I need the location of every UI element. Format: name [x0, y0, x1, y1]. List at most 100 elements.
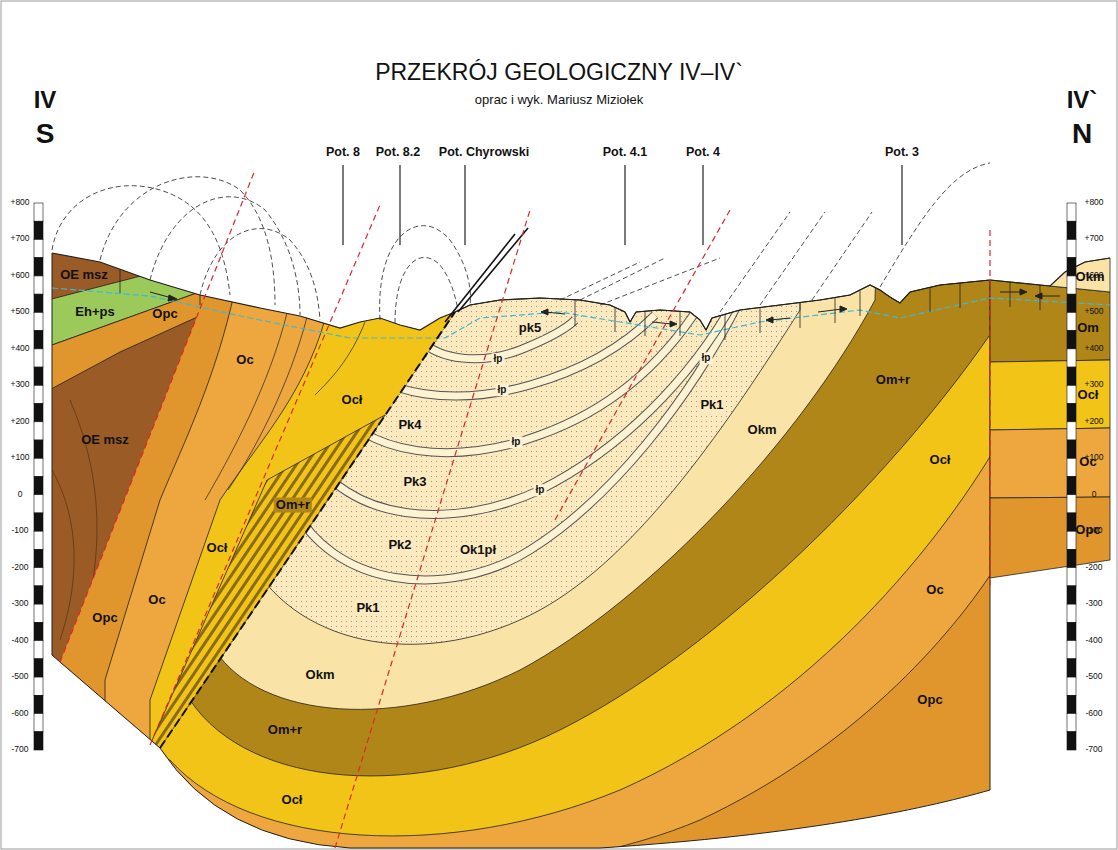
elevation-scale [34, 276, 43, 294]
elevation-scale [1067, 312, 1076, 330]
left-block-strata [40, 150, 480, 800]
direction: S [36, 118, 55, 150]
flow-arrow [1000, 292, 1022, 293]
elevation-scale [1067, 513, 1076, 531]
elevation-scale [34, 422, 43, 440]
section-end: IV` [1067, 86, 1098, 114]
elevation-scale [1067, 586, 1076, 604]
elevation-scale [1067, 531, 1076, 549]
right-block-strata [990, 280, 1110, 362]
elevation-scale [34, 622, 43, 640]
fault-line [445, 228, 528, 322]
right-block-strata [990, 360, 1110, 430]
elevation-scale [34, 695, 43, 713]
formation-label: Okm [306, 668, 335, 683]
elevation-scale [1067, 440, 1076, 458]
elevation-scale [34, 477, 43, 495]
elevation-value: -400 [1085, 636, 1102, 646]
direction: N [1072, 118, 1092, 150]
left-block-strata [52, 470, 74, 640]
elevation-scale [34, 312, 43, 330]
elevation-value: -700 [1085, 745, 1102, 755]
elevation-value: 0 [1092, 490, 1097, 500]
fault-line [458, 228, 528, 312]
formation-label: Om+r [274, 498, 312, 513]
fold-trace [52, 163, 990, 323]
formation-label: Om+r [876, 373, 910, 388]
formation-label: Oc [1079, 455, 1096, 470]
formation-label: Pk4 [396, 418, 423, 433]
formation-label: Ocł [930, 453, 951, 468]
flow-arrow [541, 309, 548, 315]
elevation-value: -600 [11, 709, 28, 719]
elevation-scale [34, 367, 43, 385]
well-tick [800, 303, 801, 328]
formation-label: Okm [1076, 270, 1105, 285]
fold-trace [100, 177, 275, 305]
elevation-scale [34, 331, 43, 349]
elevation-scale [1067, 714, 1076, 732]
formation-label: Om [1077, 321, 1099, 336]
section-end: IV [34, 86, 57, 114]
fold-trace [812, 212, 872, 300]
elevation-scale [34, 203, 43, 221]
well-tick [835, 298, 836, 323]
formation-label: Oc [236, 353, 253, 368]
flow-arrow [670, 321, 677, 327]
elevation-scale [1067, 568, 1076, 586]
elevation-value: -500 [11, 672, 28, 682]
elevation-value: +300 [10, 380, 29, 390]
stream-tick [464, 165, 465, 245]
elevation-scale [34, 568, 43, 586]
well-tick [120, 269, 121, 293]
formation-label: Opc [152, 307, 177, 322]
fold-trace [560, 262, 640, 300]
elevation-scale [1067, 495, 1076, 513]
elevation-value: 0 [18, 490, 23, 500]
syncline-strata [100, 100, 1000, 836]
elevation-value: -700 [11, 745, 28, 755]
formation-label: Pk1 [698, 398, 725, 413]
elevation-value: +500 [10, 308, 29, 318]
formation-label: Ocł [282, 793, 303, 808]
elevation-value: -400 [11, 636, 28, 646]
elevation-value: -300 [11, 599, 28, 609]
elevation-scale [1067, 732, 1076, 750]
well-tick [725, 314, 726, 340]
well-tick [760, 308, 761, 333]
stream-name: Pot. 8 [326, 145, 360, 159]
stream-name: Pot. 3 [885, 145, 919, 159]
formation-label: Pk3 [401, 475, 428, 490]
fold-trace [880, 163, 990, 287]
fold-trace [760, 212, 825, 305]
block-outline [52, 253, 160, 748]
stream-tick [702, 165, 703, 245]
elevation-scale [34, 586, 43, 604]
elevation-scale [34, 604, 43, 622]
formation-label: OE msz [81, 433, 129, 448]
elevation-value: +800 [1084, 198, 1103, 208]
well-tick [680, 311, 681, 336]
elevation-scale [1067, 221, 1076, 239]
elevation-value: +500 [1084, 308, 1103, 318]
elevation-scale [1067, 677, 1076, 695]
elevation-scale [1067, 239, 1076, 257]
formation-label: Ok1pł [458, 543, 498, 558]
elevation-scale [34, 239, 43, 257]
well-tick [200, 295, 201, 305]
elevation-scale [1067, 695, 1076, 713]
elevation-scale [1067, 477, 1076, 495]
flow-arrow [150, 289, 1060, 327]
right-block-strata [990, 428, 1110, 498]
fold-trace [200, 229, 320, 320]
formation-label: Pk2 [386, 538, 413, 553]
water-table [52, 288, 1110, 338]
flow-arrow [168, 295, 177, 301]
formation-label: OE msz [60, 268, 108, 283]
elevation-scale [34, 385, 43, 403]
formation-label: Ocł [207, 541, 228, 556]
elevation-scale [34, 714, 43, 732]
stream-tick [901, 165, 902, 245]
